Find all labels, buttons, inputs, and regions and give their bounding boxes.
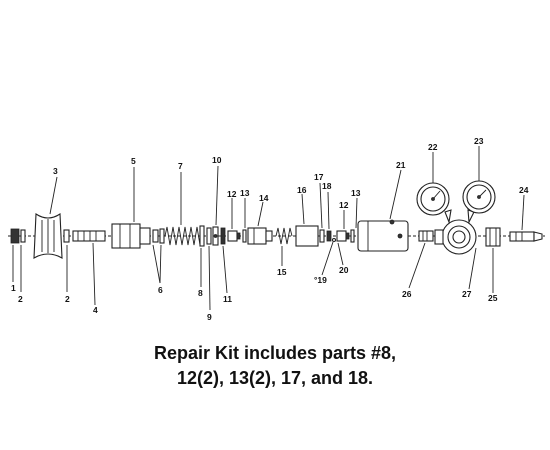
callout-21: 21 xyxy=(396,160,406,170)
callout-16: 16 xyxy=(297,185,307,195)
callout-12-right: 12 xyxy=(339,200,349,210)
repair-kit-caption-line-1: Repair Kit includes parts #8, xyxy=(153,343,397,363)
callout-labels: 1 2 3 2 4 5 6 7 8 9 10 11 12 13 14 15 16… xyxy=(11,136,529,322)
callout-5: 5 xyxy=(131,156,136,166)
leader-lines xyxy=(12,146,525,311)
callout-12-left: 12 xyxy=(227,189,237,199)
callout-15: 15 xyxy=(277,267,287,277)
part-10-washer xyxy=(212,226,219,246)
part-9-plate xyxy=(206,227,212,245)
part-17-washer xyxy=(319,229,325,243)
callout-7: 7 xyxy=(178,161,183,171)
callout-10: 10 xyxy=(212,155,222,165)
part-24-outlet-fitting xyxy=(509,231,543,242)
callout-18: 18 xyxy=(322,181,332,191)
callout-19: °19 xyxy=(314,275,327,285)
part-18-oring xyxy=(326,230,332,242)
callout-1: 1 xyxy=(11,283,16,293)
callout-3: 3 xyxy=(53,166,58,176)
part-23-low-pressure-gauge xyxy=(462,180,496,214)
callout-17: 17 xyxy=(314,172,324,182)
callout-2-right: 2 xyxy=(65,294,70,304)
callout-8: 8 xyxy=(198,288,203,298)
part-12-seat-left xyxy=(227,230,241,242)
callout-20: 20 xyxy=(339,265,349,275)
part-5-bonnet xyxy=(111,223,151,249)
part-1-knob-nut xyxy=(10,228,20,244)
part-7-spring xyxy=(164,226,203,246)
callout-6: 6 xyxy=(158,285,163,295)
part-11-ring xyxy=(220,227,226,245)
callout-13-right: 13 xyxy=(351,188,361,198)
repair-kit-caption-line-2: 12(2), 13(2), 17, and 18. xyxy=(176,368,374,388)
callout-2-left: 2 xyxy=(18,294,23,304)
part-14-fitting xyxy=(247,227,273,245)
part-27-regulator-housing xyxy=(434,209,477,255)
callout-9: 9 xyxy=(207,312,212,322)
callout-27: 27 xyxy=(462,289,472,299)
part-16-cylinder xyxy=(295,225,319,247)
part-13-oring-right xyxy=(350,229,355,243)
callout-23: 23 xyxy=(474,136,484,146)
part-4-adjusting-screw xyxy=(72,230,106,242)
part-12-seat-right xyxy=(336,230,350,242)
callout-24: 24 xyxy=(519,185,529,195)
part-8-diaphragm xyxy=(199,225,205,247)
part-2-washer-left xyxy=(20,229,26,243)
callout-4: 4 xyxy=(93,305,98,315)
callout-14: 14 xyxy=(259,193,269,203)
part-13-oring-left xyxy=(242,229,247,243)
part-15-spring xyxy=(275,227,293,245)
part-19-ball xyxy=(331,237,337,243)
callout-26: 26 xyxy=(402,289,412,299)
callout-11: 11 xyxy=(223,294,232,304)
part-25-outlet-nut xyxy=(485,227,501,247)
part-26-inlet-fitting xyxy=(418,230,434,242)
part-21-regulator-body xyxy=(357,219,409,252)
part-3-t-handle xyxy=(33,213,63,259)
part-6-spring-buttons xyxy=(152,228,165,244)
callout-13-left: 13 xyxy=(240,188,250,198)
callout-22: 22 xyxy=(428,142,438,152)
part-2-washer-right xyxy=(63,229,70,243)
part-22-high-pressure-gauge xyxy=(416,182,450,216)
callout-25: 25 xyxy=(488,293,498,303)
